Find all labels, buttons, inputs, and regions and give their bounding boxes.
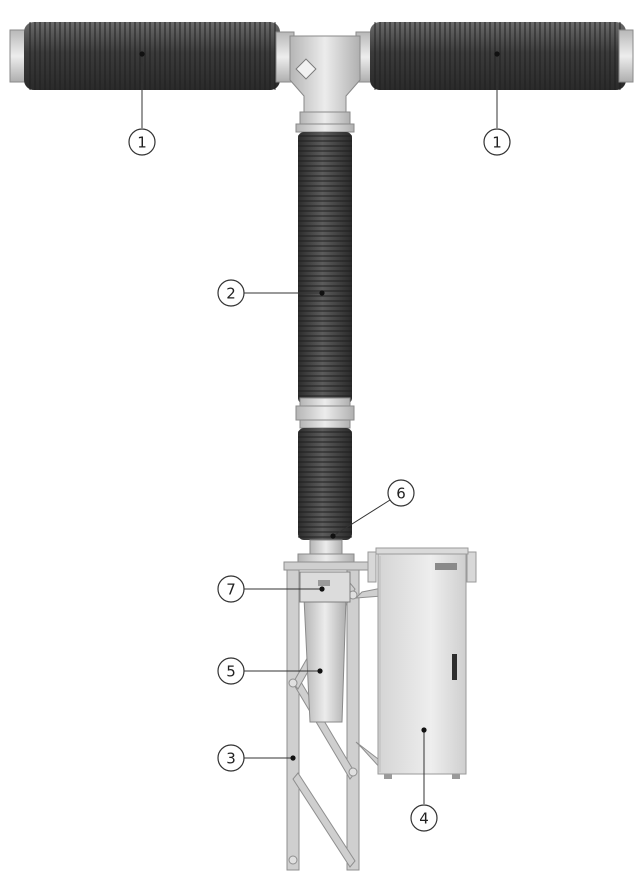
- insulator-base-flange: [297, 539, 355, 565]
- insulator-ribs-lower: [298, 431, 352, 538]
- callout-badge: [217, 575, 245, 603]
- callout-number: 4: [419, 810, 429, 828]
- insulator-ribs-left: [29, 22, 276, 90]
- interrupter-left: [9, 22, 295, 90]
- callout-5: 5: [217, 657, 323, 685]
- interrupter-right: [355, 22, 634, 90]
- callout-1-left: 1: [128, 51, 156, 156]
- callout-2: 2: [217, 279, 325, 307]
- callout-3: 3: [217, 744, 296, 772]
- gearbox: [299, 571, 351, 603]
- callout-badge: [217, 744, 245, 772]
- callout-number: 7: [226, 581, 236, 599]
- callout-badge: [217, 279, 245, 307]
- support-insulator: [295, 132, 355, 540]
- callout-badge: [387, 479, 415, 507]
- callout-6: 6: [330, 479, 415, 539]
- callout-number: 3: [226, 750, 236, 768]
- callout-layer: 1 1 2 3 4: [128, 51, 511, 832]
- mechanism-housing: [303, 597, 347, 723]
- callout-7: 7: [217, 575, 325, 603]
- insulator-ribs-upper: [298, 135, 352, 397]
- insulator-ribs-right: [374, 22, 621, 90]
- callout-number: 5: [226, 663, 236, 681]
- t-head-housing: [289, 35, 361, 133]
- callout-badge: [217, 657, 245, 685]
- support-frame: [283, 561, 383, 871]
- callout-badge: [128, 128, 156, 156]
- callout-number: 1: [492, 134, 502, 152]
- callout-badge: [410, 804, 438, 832]
- control-cabinet: [367, 547, 477, 779]
- callout-number: 6: [396, 485, 406, 503]
- callout-1-right: 1: [483, 51, 511, 156]
- callout-badge: [483, 128, 511, 156]
- callout-number: 2: [226, 285, 236, 303]
- callout-4: 4: [410, 727, 438, 832]
- callout-number: 1: [137, 134, 147, 152]
